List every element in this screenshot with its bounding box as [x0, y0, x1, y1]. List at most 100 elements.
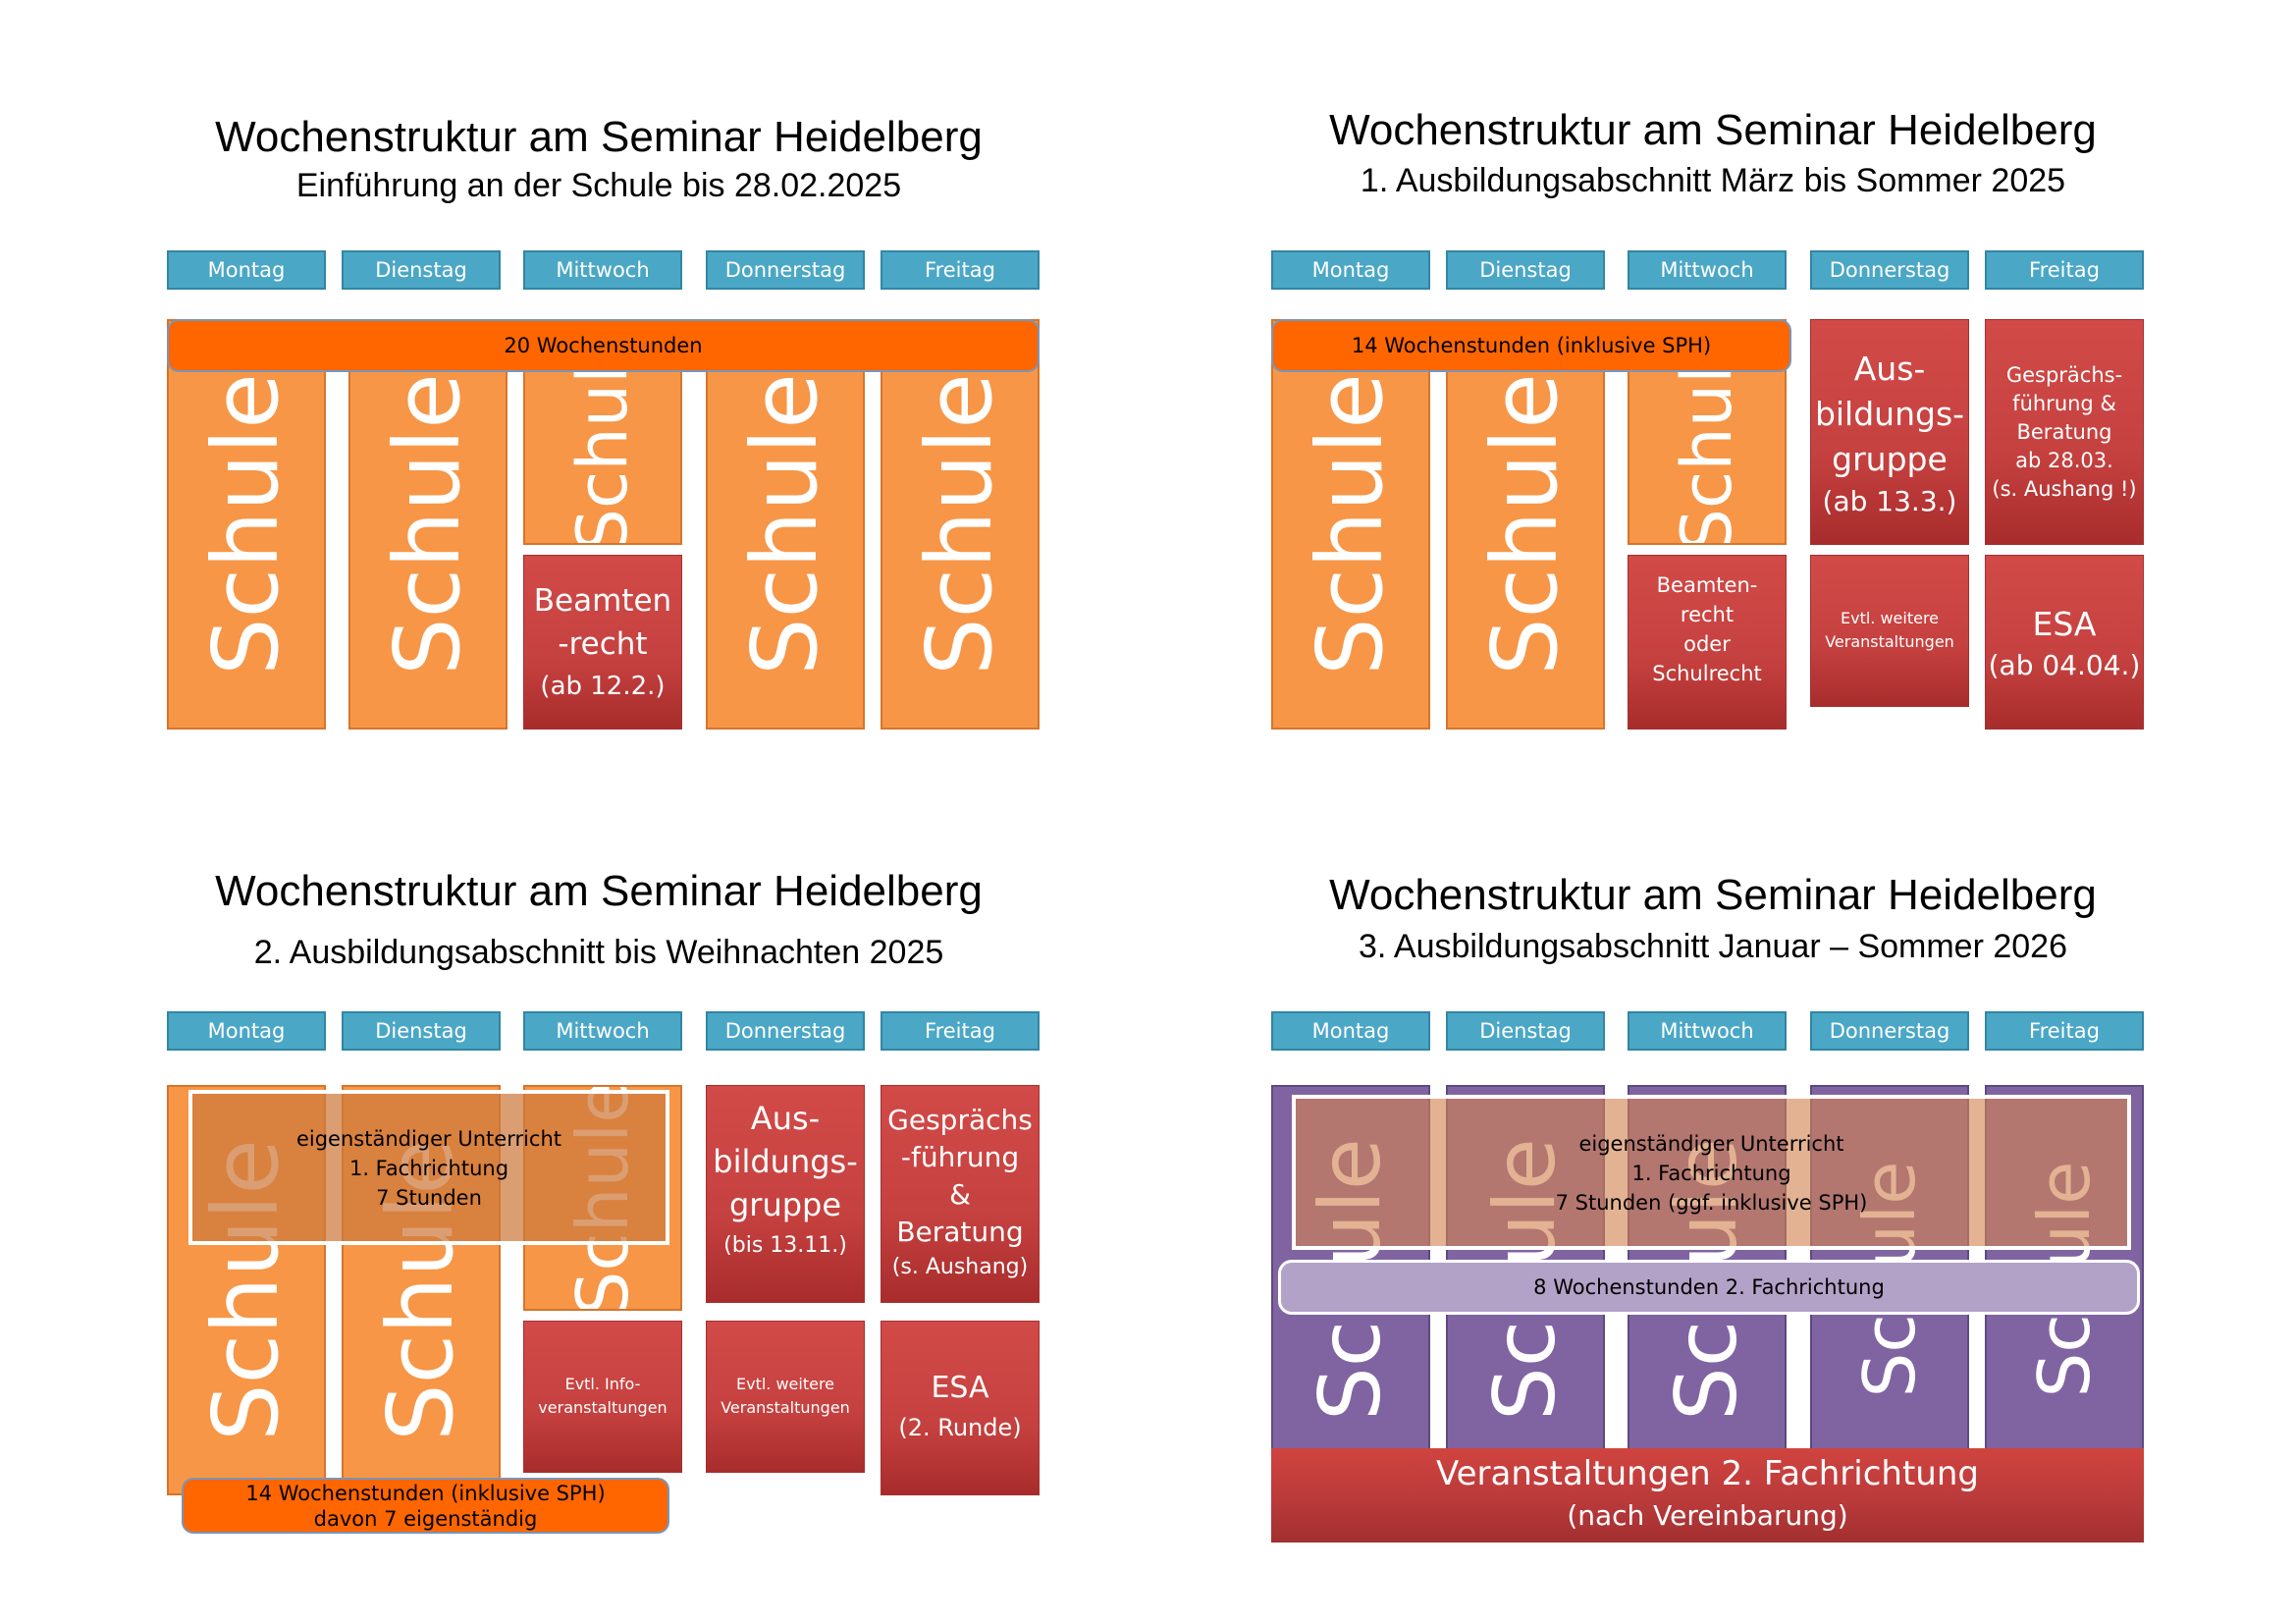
gespraech-line-3: Beratung — [2016, 420, 2112, 444]
gespraech-line-4: ab 28.03. — [2015, 449, 2113, 472]
gespraech-line-1: Gesprächs- — [2005, 363, 2123, 387]
footer-line-1: Veranstaltungen 2. Fachrichtung — [1436, 1454, 1979, 1493]
school-label: Schule — [907, 373, 1012, 676]
day-header-freitag: Freitag — [881, 1011, 1040, 1051]
panel-title: Wochenstruktur am Seminar Heidelberg — [215, 867, 983, 915]
ausbildung-line-1: Aus- — [750, 1100, 821, 1137]
panel-subtitle: Einführung an der Schule bis 28.02.2025 — [295, 167, 902, 204]
school-label: Schule — [1298, 373, 1403, 676]
beamtenrecht-block: Beamten -recht (ab 12.2.) — [523, 555, 682, 730]
day-header-donnerstag: Donnerstag — [706, 1011, 865, 1051]
beamtenrecht-line-2: -recht — [558, 626, 648, 662]
beamtenrecht-line-1: Beamten — [533, 583, 672, 619]
panel-title: Wochenstruktur am Seminar Heidelberg — [215, 113, 983, 161]
weitere-line-2: Veranstaltungen — [1825, 632, 1954, 651]
independent-teaching-overlay: eigenständiger Unterricht 1. Fachrichtun… — [1292, 1095, 2131, 1250]
weitere-line-2: Veranstaltungen — [721, 1398, 850, 1417]
panel-subtitle: 1. Ausbildungsabschnitt März bis Sommer … — [1360, 162, 2066, 199]
independent-teaching-overlay: eigenständiger Unterricht 1. Fachrichtun… — [188, 1090, 669, 1245]
panel-2: Wochenstruktur am Seminar Heidelberg 1. … — [1252, 106, 2233, 795]
esa-line-2: (2. Runde) — [898, 1414, 1022, 1441]
gespraechsfuehrung-block: Gesprächs -führung & Beratung (s. Aushan… — [881, 1085, 1040, 1303]
esa-block: ESA (2. Runde) — [881, 1321, 1040, 1495]
info-veranstaltungen-block: Evtl. Info- veranstaltungen — [523, 1321, 682, 1473]
beamtenrecht-line-4: Schulrecht — [1652, 662, 1762, 685]
ausbildung-line-1: Aus- — [1853, 350, 1926, 388]
school-block-freitag: Schule — [881, 319, 1040, 730]
day-header-donnerstag: Donnerstag — [1810, 250, 1969, 290]
day-header-dienstag: Dienstag — [342, 1011, 501, 1051]
beamtenrecht-line-3: oder — [1683, 632, 1731, 656]
school-block-montag: Schule — [167, 319, 326, 730]
overlay-line-2: 1. Fachrichtung — [1631, 1162, 1791, 1185]
day-header-donnerstag: Donnerstag — [706, 250, 865, 290]
school-block-dienstag: Schule — [348, 319, 507, 730]
esa-line-1: ESA — [931, 1371, 989, 1405]
school-label: Schule — [732, 373, 837, 676]
school-block-dienstag: Schule — [1446, 319, 1605, 730]
beamtenrecht-line-1: Beamten- — [1656, 573, 1758, 597]
weitere-veranstaltungen-block: Evtl. weitere Veranstaltungen — [706, 1321, 865, 1473]
day-header-donnerstag: Donnerstag — [1810, 1011, 1969, 1051]
beamtenrecht-line-3: (ab 12.2.) — [540, 672, 666, 701]
esa-line-1: ESA — [2032, 605, 2097, 643]
weekly-hours-bar: 14 Wochenstunden (inklusive SPH) — [1271, 319, 1791, 372]
bar-line-1: 14 Wochenstunden (inklusive SPH) — [245, 1482, 606, 1505]
school-block-donnerstag: Schule — [706, 319, 865, 730]
day-header-mittwoch: Mittwoch — [1628, 1011, 1787, 1051]
panel-subtitle: 2. Ausbildungsabschnitt bis Weihnachten … — [253, 934, 944, 971]
weitere-line-1: Evtl. weitere — [735, 1375, 835, 1393]
footer-line-2: (nach Vereinbarung) — [1567, 1499, 1848, 1532]
panel-1: Wochenstruktur am Seminar Heidelberg Ein… — [147, 108, 1129, 795]
gespraech-line-2: führung & — [2012, 392, 2116, 415]
info-line-2: veranstaltungen — [538, 1398, 667, 1417]
school-label: Schule — [193, 373, 298, 676]
second-subject-events-bar: Veranstaltungen 2. Fachrichtung (nach Ve… — [1271, 1448, 2144, 1543]
esa-block: ESA (ab 04.04.) — [1985, 555, 2144, 730]
school-label: Schul — [1667, 364, 1747, 545]
day-header-dienstag: Dienstag — [1446, 250, 1605, 290]
day-header-mittwoch: Mittwoch — [1628, 250, 1787, 290]
weekly-hours-bar: 20 Wochenstunden — [167, 319, 1040, 372]
esa-line-2: (ab 04.04.) — [1988, 649, 2141, 681]
ausbildungsgruppe-block: Aus- bildungs- gruppe (ab 13.3.) — [1810, 319, 1969, 545]
weitere-line-1: Evtl. weitere — [1840, 609, 1940, 627]
day-header-freitag: Freitag — [1985, 1011, 2144, 1051]
day-header-montag: Montag — [167, 1011, 326, 1051]
day-header-montag: Montag — [1271, 1011, 1430, 1051]
school-label: Schule — [1472, 373, 1577, 676]
gespraech-line-5: (s. Aushang !) — [1992, 477, 2137, 501]
ausbildung-line-2: bildungs- — [1814, 395, 1965, 433]
day-header-dienstag: Dienstag — [342, 250, 501, 290]
ausbildungsgruppe-block: Aus- bildungs- gruppe (bis 13.11.) — [706, 1085, 865, 1303]
ausbildung-line-2: bildungs- — [713, 1143, 858, 1180]
day-header-montag: Montag — [167, 250, 326, 290]
overlay-line-3: 7 Stunden — [376, 1186, 482, 1210]
gespraech-line-1: Gesprächs — [887, 1104, 1033, 1136]
panel-4: Wochenstruktur am Seminar Heidelberg 3. … — [1252, 869, 2233, 1556]
beamtenrecht-block: Beamten- recht oder Schulrecht — [1628, 555, 1787, 730]
weitere-veranstaltungen-block: Evtl. weitere Veranstaltungen — [1810, 555, 1969, 707]
school-label: Schul — [562, 364, 643, 545]
overlay-line-1: eigenständiger Unterricht — [1578, 1132, 1844, 1156]
panel-title: Wochenstruktur am Seminar Heidelberg — [1329, 871, 2097, 919]
gespraech-line-5: (s. Aushang) — [891, 1255, 1029, 1279]
gespraechsfuehrung-block: Gesprächs- führung & Beratung ab 28.03. … — [1985, 319, 2144, 545]
day-header-freitag: Freitag — [881, 250, 1040, 290]
ausbildung-line-4: (bis 13.11.) — [723, 1233, 847, 1258]
day-header-dienstag: Dienstag — [1446, 1011, 1605, 1051]
panel-3: Wochenstruktur am Seminar Heidelberg 2. … — [147, 867, 1129, 1556]
overlay-line-3: 7 Stunden (ggf. inklusive SPH) — [1555, 1191, 1868, 1215]
day-header-mittwoch: Mittwoch — [523, 250, 682, 290]
ausbildung-line-3: gruppe — [728, 1186, 842, 1223]
gespraech-line-3: & — [949, 1178, 971, 1211]
info-line-1: Evtl. Info- — [564, 1375, 641, 1393]
ausbildung-line-3: gruppe — [1832, 440, 1948, 478]
beamtenrecht-line-2: recht — [1680, 603, 1735, 626]
ausbildung-line-4: (ab 13.3.) — [1822, 485, 1957, 517]
overlay-line-1: eigenständiger Unterricht — [295, 1127, 562, 1151]
overlay-line-2: 1. Fachrichtung — [348, 1157, 509, 1180]
panel-subtitle: 3. Ausbildungsabschnitt Januar – Sommer … — [1358, 928, 2067, 965]
bar-line-2: davon 7 eigenständig — [313, 1507, 538, 1531]
weekly-hours-bar: 14 Wochenstunden (inklusive SPH) davon 7… — [182, 1478, 669, 1534]
